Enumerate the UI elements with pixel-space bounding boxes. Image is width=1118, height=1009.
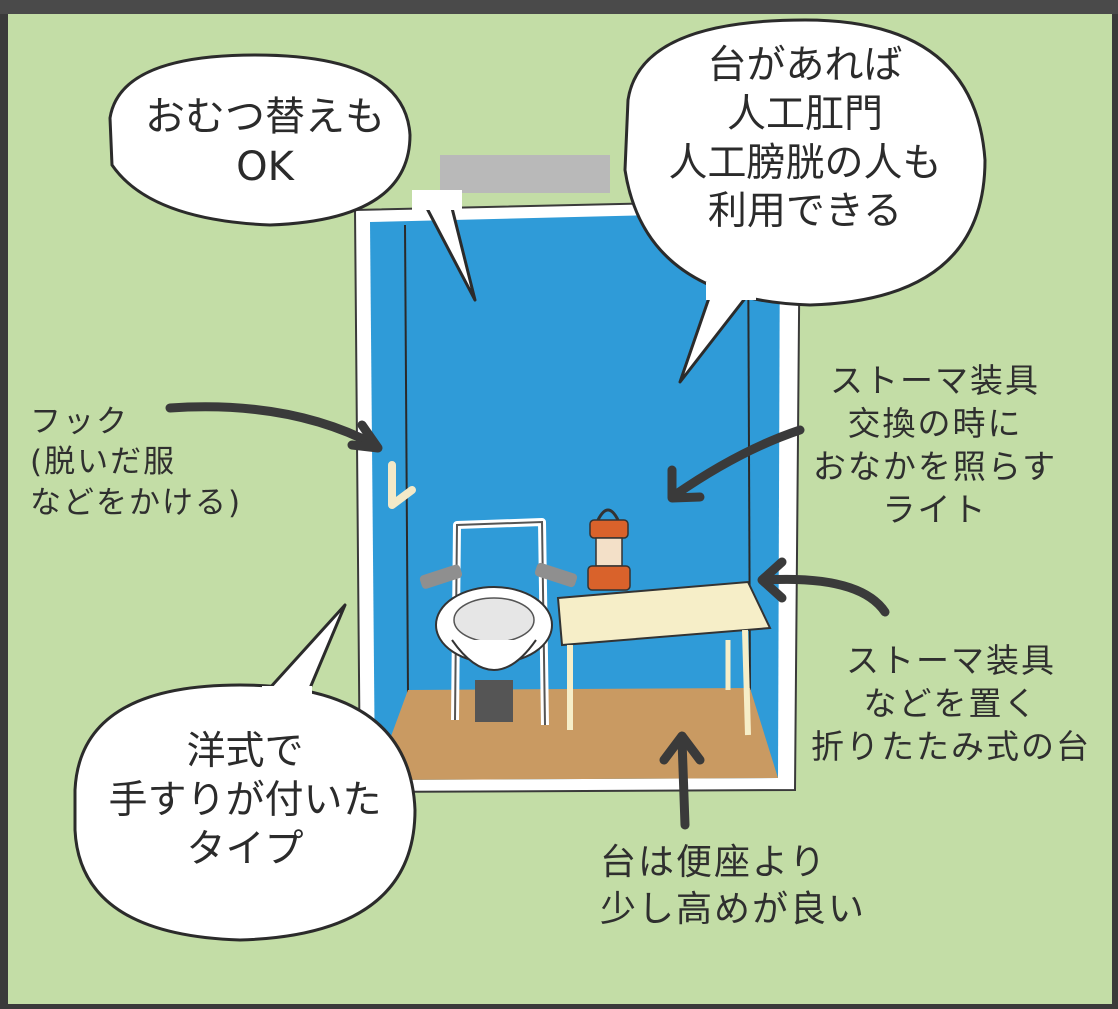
bubble-diaper-text: おむつ替えも OK xyxy=(130,92,400,192)
bubble-ostomy-tail xyxy=(678,291,752,384)
bubble-western-text: 洋式で 手すりが付いた タイプ xyxy=(90,728,400,874)
toilet-seat xyxy=(453,597,535,643)
folding-table-icon xyxy=(556,580,772,647)
toilet-body xyxy=(451,639,537,671)
note-hook-line-1: フック xyxy=(30,404,129,440)
bubble-diaper-line-2: OK xyxy=(236,144,294,190)
arrow-height xyxy=(677,735,690,830)
bubble-western-line-3: タイプ xyxy=(186,826,304,872)
booth-floor xyxy=(375,688,778,780)
note-light: ストーマ装具 交換の時に おなかを照らす ライト xyxy=(800,360,1070,532)
arrow-table-head xyxy=(757,557,787,603)
note-hook: フック (脱いだ服 などをかける) xyxy=(30,402,242,523)
arrow-table xyxy=(760,574,890,617)
arrow-light-head xyxy=(667,465,705,503)
lantern-handle xyxy=(596,508,620,521)
arrow-height-head xyxy=(659,731,705,765)
note-height: 台は便座より 少し高めが良い xyxy=(600,840,866,934)
note-hook-line-3: などをかける) xyxy=(30,484,243,521)
armrest-right xyxy=(534,562,578,588)
lantern-glass xyxy=(595,537,623,567)
lantern-base xyxy=(587,565,631,591)
arrow-hook-head xyxy=(347,420,383,453)
note-table-line-2: などを置く xyxy=(863,683,1039,723)
lantern-icon xyxy=(589,519,629,539)
hook-icon xyxy=(388,461,416,509)
note-height-line-2: 少し高めが良い xyxy=(600,888,867,930)
bubble-western-line-1: 洋式で xyxy=(186,729,304,774)
toilet-base xyxy=(475,680,513,722)
bubble-diaper xyxy=(108,53,412,227)
table-leg-2 xyxy=(742,629,751,736)
bubble-diaper-tail-mask xyxy=(412,190,462,210)
bubble-diaper-tail xyxy=(418,194,477,302)
annotation-arrows xyxy=(165,402,890,830)
bubble-western-tail xyxy=(266,603,347,701)
wall-corner-left xyxy=(404,224,409,696)
note-table-line-3: 折りたたみ式の台 xyxy=(811,726,1091,766)
armrest-left xyxy=(419,564,463,589)
bubble-ostomy-text: 台があれば 人工肛門 人工膀胱の人も 利用できる xyxy=(640,42,970,237)
bubble-western xyxy=(73,683,417,942)
bubble-ostomy-line-3: 人工膀胱の人も xyxy=(668,140,942,186)
top-bar xyxy=(0,0,1118,14)
note-light-line-2: 交換の時に xyxy=(847,403,1023,443)
arrow-light xyxy=(670,425,805,500)
note-table: ストーマ装具 などを置く 折りたたみ式の台 xyxy=(806,640,1096,769)
bubble-ostomy-line-2: 人工肛門 xyxy=(726,91,883,137)
arrow-hook xyxy=(165,402,380,450)
note-light-line-1: ストーマ装具 xyxy=(830,361,1040,400)
note-table-line-1: ストーマ装具 xyxy=(846,641,1056,680)
note-light-line-3: おなかを照らす xyxy=(812,446,1058,486)
bubble-ostomy-line-1: 台があれば xyxy=(707,43,903,88)
bubble-ostomy-tail-mask xyxy=(706,282,756,300)
bubble-diaper-line-1: おむつ替えも xyxy=(145,94,385,140)
note-height-line-1: 台は便座より xyxy=(600,842,828,883)
bubble-western-tail-mask xyxy=(262,686,312,704)
note-hook-line-2: (脱いだ服 xyxy=(30,444,177,481)
booth-roof xyxy=(440,155,610,193)
bubble-ostomy-line-4: 利用できる xyxy=(707,189,903,235)
bubble-western-line-2: 手すりが付いた xyxy=(108,777,382,823)
note-light-line-4: ライト xyxy=(882,489,988,529)
